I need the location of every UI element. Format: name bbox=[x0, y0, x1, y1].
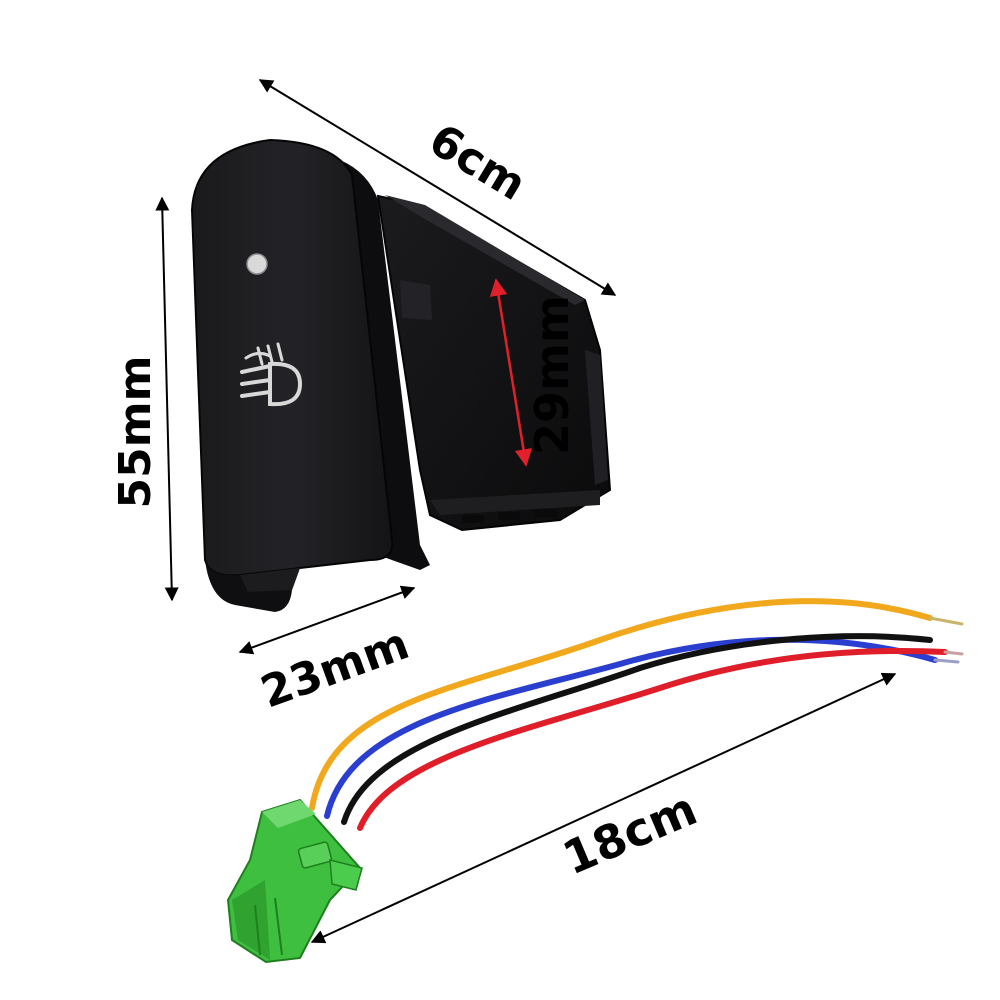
fog-light-icon bbox=[240, 342, 303, 407]
wire-orange bbox=[309, 598, 933, 811]
wiring-harness bbox=[309, 598, 964, 831]
depth-label: 29mm bbox=[525, 295, 579, 455]
indicator-led-icon bbox=[246, 253, 268, 275]
width-label: 6cm bbox=[420, 114, 534, 211]
height-dimension-line bbox=[155, 196, 179, 602]
thickness-dimension-line bbox=[238, 585, 416, 655]
wire-red bbox=[357, 647, 948, 831]
thickness-label: 23mm bbox=[254, 618, 415, 718]
depth-dimension-line bbox=[489, 278, 533, 467]
width-dimension-line bbox=[258, 79, 617, 296]
cable-length-dimension-line bbox=[310, 672, 897, 944]
wire-black bbox=[341, 633, 933, 825]
height-label: 55mm bbox=[110, 356, 161, 509]
wire-blue bbox=[324, 636, 938, 819]
green-connector bbox=[226, 798, 363, 964]
